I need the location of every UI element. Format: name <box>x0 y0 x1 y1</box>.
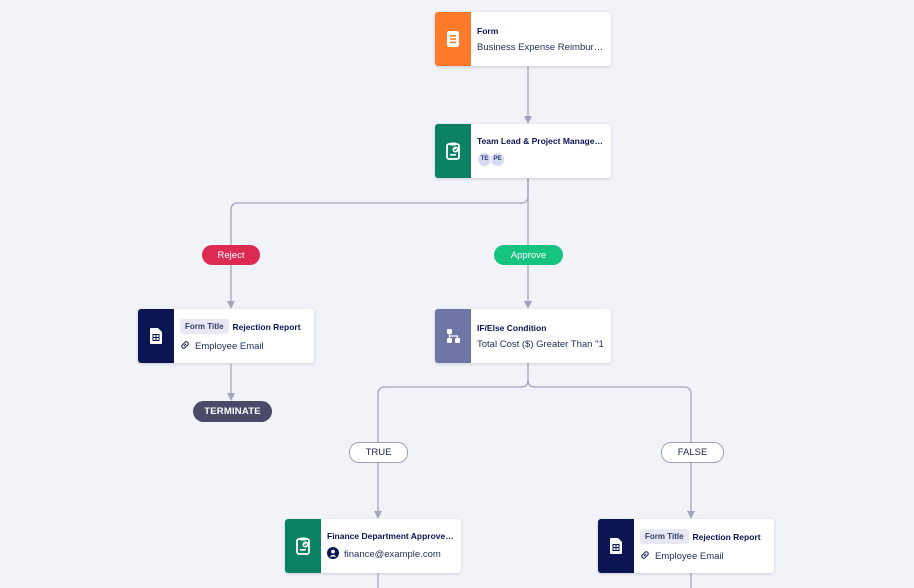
condition-node-title: IF/Else Condition <box>477 322 547 333</box>
assignee-email: finance@example.com <box>344 548 441 560</box>
finance-assignee: finance@example.com <box>327 546 455 562</box>
user-icon <box>327 546 339 562</box>
form-node[interactable]: Form Business Expense Reimbur… <box>435 12 611 66</box>
branch-icon <box>435 309 471 363</box>
connector-teamlead-to-reject <box>227 178 529 309</box>
report-title: Rejection Report <box>232 321 301 332</box>
connector-condition-to-true <box>374 363 529 519</box>
finance-approval-node[interactable]: Finance Department Approve… finance@exam… <box>285 519 461 573</box>
report-title: Rejection Report <box>692 531 761 542</box>
form-node-title: Form <box>477 25 499 36</box>
link-icon <box>640 550 650 563</box>
terminate-node[interactable]: TERMINATE <box>193 401 272 422</box>
false-branch-label[interactable]: FALSE <box>661 442 724 463</box>
pdf-document-icon <box>598 519 634 573</box>
rejection-report-node[interactable]: Form Title Rejection Report Employee Ema… <box>138 309 314 363</box>
avatar: PE <box>490 151 505 167</box>
approval-clipboard-icon <box>435 124 471 178</box>
report-recipient: Employee Email <box>640 550 768 563</box>
form-document-icon <box>435 12 471 66</box>
team-lead-node-title: Team Lead & Project Manage… <box>477 135 603 146</box>
true-branch-label[interactable]: TRUE <box>349 442 408 463</box>
approval-clipboard-icon <box>285 519 321 573</box>
form-name-text: Business Expense Reimbur… <box>477 41 604 53</box>
reject-branch-label[interactable]: Reject <box>202 245 260 265</box>
condition-text: Total Cost ($) Greater Than "1 <box>477 338 604 350</box>
form-node-subtitle: Business Expense Reimbur… <box>477 42 605 53</box>
finance-node-title: Finance Department Approve… <box>327 530 454 541</box>
pdf-document-icon <box>138 309 174 363</box>
approve-branch-label[interactable]: Approve <box>494 245 563 265</box>
form-title-chip: Form Title <box>180 319 229 334</box>
team-lead-approval-node[interactable]: Team Lead & Project Manage… TE PE <box>435 124 611 178</box>
link-icon <box>180 340 190 353</box>
connector-condition-to-false <box>527 379 695 519</box>
assignee-avatars: TE PE <box>477 151 605 167</box>
condition-node-subtitle: Total Cost ($) Greater Than "1 <box>477 339 605 350</box>
recipient-text: Employee Email <box>655 551 724 562</box>
recipient-text: Employee Email <box>195 341 264 352</box>
form-title-chip: Form Title <box>640 529 689 544</box>
rejection-report-node-2[interactable]: Form Title Rejection Report Employee Ema… <box>598 519 774 573</box>
report-recipient: Employee Email <box>180 340 308 353</box>
if-else-condition-node[interactable]: IF/Else Condition Total Cost ($) Greater… <box>435 309 611 363</box>
